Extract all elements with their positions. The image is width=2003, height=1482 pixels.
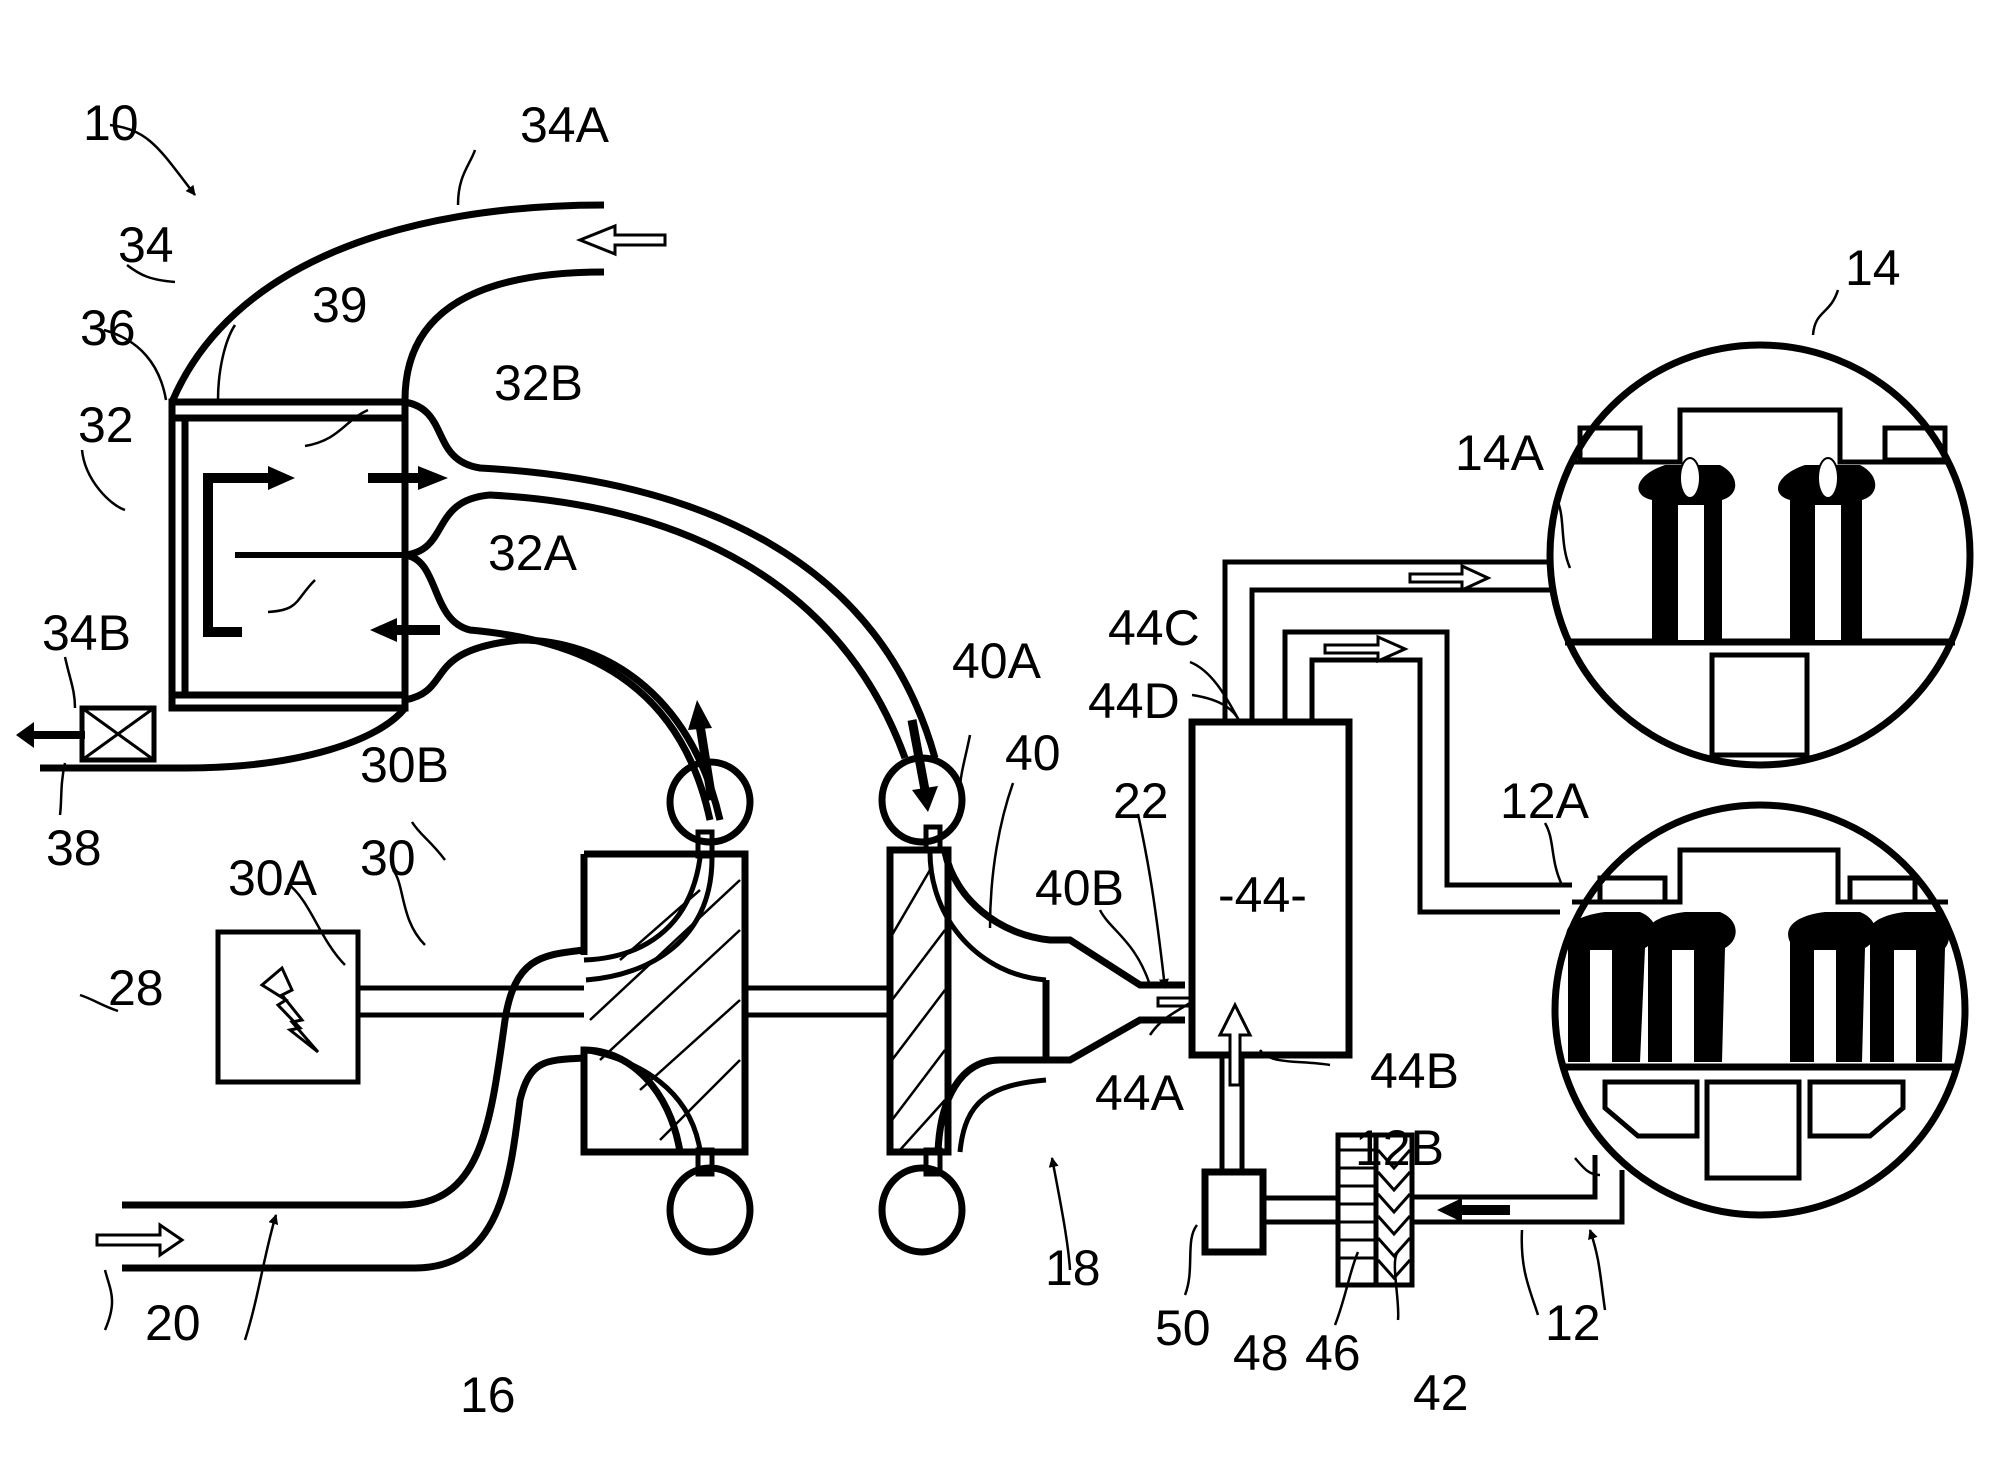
leader-lines (58, 123, 1840, 1341)
label-40B: 40B (1035, 860, 1124, 916)
label-30: 30 (360, 830, 416, 886)
label-18: 18 (1045, 1240, 1101, 1296)
label-12A: 12A (1500, 773, 1590, 829)
label-34A: 34A (520, 97, 610, 153)
label-32A: 32A (488, 525, 578, 581)
supply-pipes (1222, 559, 1572, 915)
inlet-duct (95, 946, 585, 1272)
label-39: 39 (312, 277, 368, 333)
label-28: 28 (108, 960, 164, 1016)
label-40: 40 (1005, 725, 1061, 781)
flow-arrow-icon (1323, 634, 1409, 664)
label-32: 32 (78, 397, 134, 453)
cockpit-zone (1546, 341, 1974, 769)
reference-labels: 10 34A 34 36 39 32B 32 32A 34B 38 30B 30… (42, 95, 1901, 1423)
cabin-zone (1551, 801, 1969, 1219)
label-12: 12 (1545, 1295, 1601, 1351)
seat-occupant-icon (1566, 912, 1656, 1062)
label-38: 38 (46, 820, 102, 876)
label-22: 22 (1113, 773, 1169, 829)
label-30B: 30B (360, 737, 449, 793)
inflow-arrow-icon (575, 223, 667, 257)
lightning-icon (259, 965, 320, 1054)
label-40A: 40A (952, 633, 1042, 689)
label-44B: 44B (1370, 1043, 1459, 1099)
mixing-unit (1188, 718, 1353, 1172)
label-36: 36 (80, 300, 136, 356)
label-30A: 30A (228, 850, 318, 906)
label-14A: 14A (1455, 425, 1545, 481)
compressor (580, 758, 754, 1256)
label-42: 42 (1413, 1365, 1469, 1421)
label-46: 46 (1305, 1325, 1361, 1381)
flow-arrow-icon (1408, 563, 1492, 593)
seat-occupant-icon (1638, 457, 1736, 640)
duct-hx-to-turbine (404, 398, 939, 812)
recirculation-loop (1201, 1132, 1625, 1288)
label-16: 16 (460, 1367, 516, 1423)
inflow-arrow-icon (95, 1222, 185, 1258)
label-34: 34 (118, 217, 174, 273)
turbine (878, 754, 1185, 1256)
seat-occupant-icon (1778, 457, 1876, 640)
label-12B: 12B (1355, 1120, 1444, 1176)
label-44: -44- (1218, 867, 1307, 923)
label-10: 10 (83, 95, 139, 151)
label-48: 48 (1233, 1325, 1289, 1381)
seat-occupant-icon (1868, 912, 1950, 1062)
seat-occupant-icon (1646, 912, 1736, 1062)
label-14: 14 (1845, 240, 1901, 296)
label-50: 50 (1155, 1300, 1211, 1356)
label-32B: 32B (494, 355, 583, 411)
label-44C: 44C (1108, 600, 1200, 656)
label-44A: 44A (1095, 1065, 1185, 1121)
label-34B: 34B (42, 605, 131, 661)
ram-air-channel (40, 201, 667, 772)
seat-occupant-icon (1788, 912, 1876, 1062)
electric-motor (215, 929, 890, 1085)
valve-38 (16, 705, 157, 763)
label-44D: 44D (1088, 673, 1180, 729)
label-20: 20 (145, 1295, 201, 1351)
